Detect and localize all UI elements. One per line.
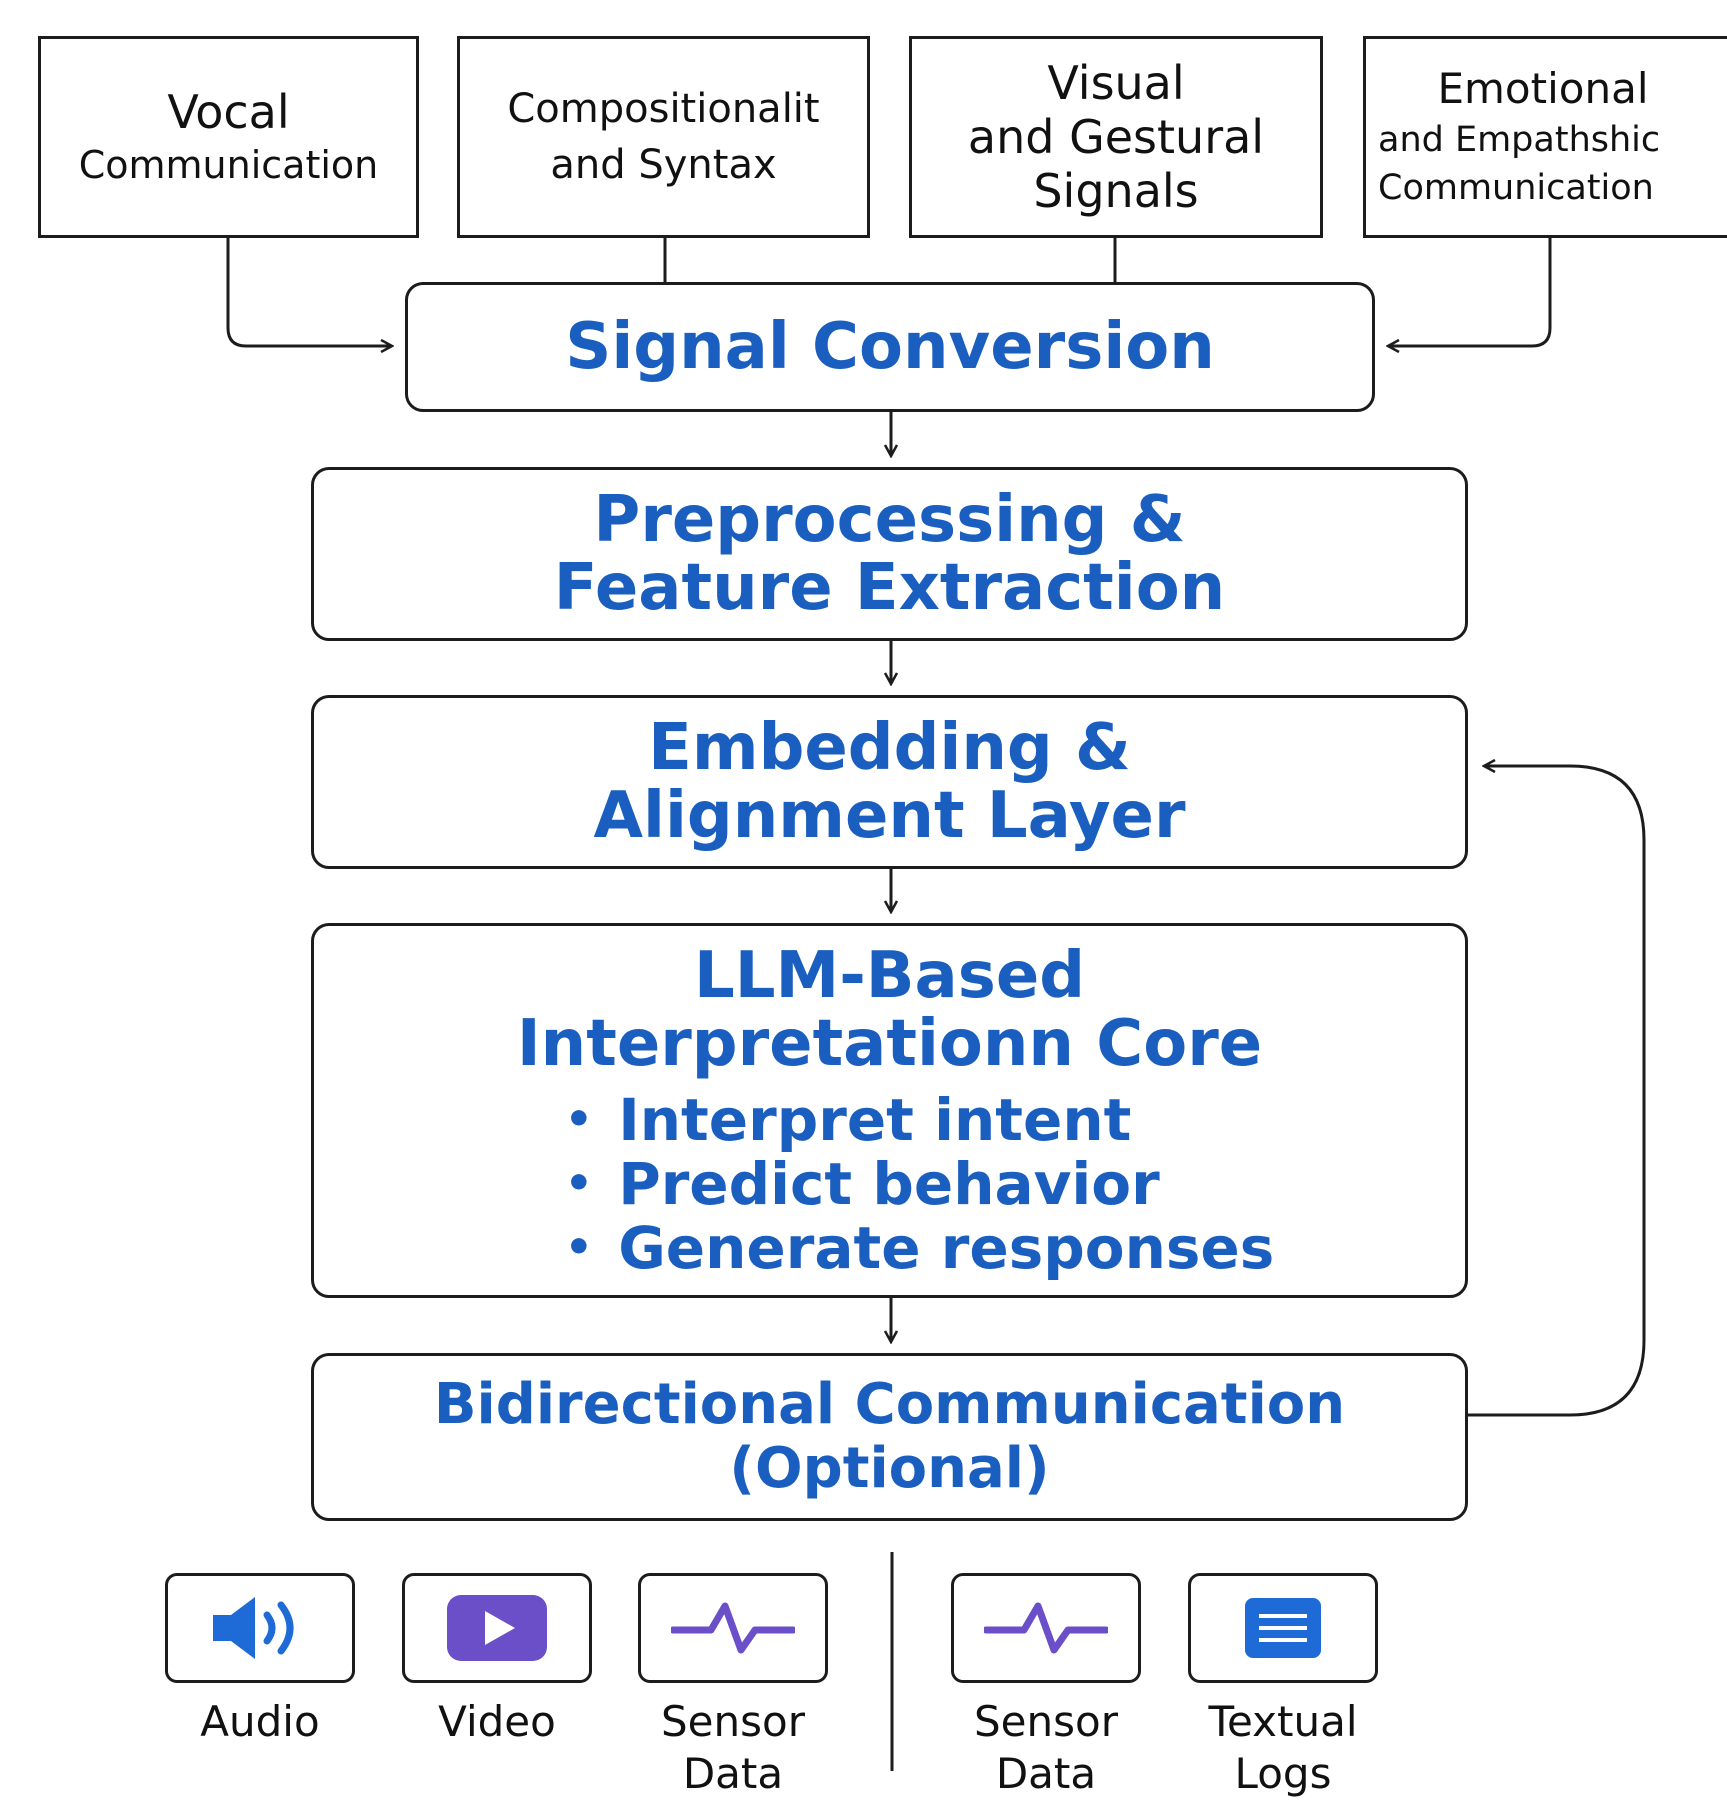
box-subtitle: Communication <box>78 143 379 187</box>
sensor-data-label-right: Sensor Data <box>974 1697 1118 1798</box>
llm-core-bullets: Interpret intent Predict behavior Genera… <box>565 1088 1275 1280</box>
arrow-feedback-loop <box>1468 766 1646 1417</box>
box-subtitle: and Empathshic <box>1378 120 1661 160</box>
signal-conversion-label: Signal Conversion <box>565 310 1215 384</box>
vocal-communication-box: Vocal Communication <box>38 36 419 238</box>
bidirectional-line2: (Optional) <box>729 1436 1050 1501</box>
audio-modality-box <box>165 1573 355 1683</box>
document-icon <box>1245 1598 1321 1658</box>
bidirectional-line1: Bidirectional Communication <box>433 1372 1346 1437</box>
preprocessing-line1: Preprocessing & <box>593 483 1186 557</box>
textual-logs-modality-box <box>1188 1573 1378 1683</box>
bidirectional-box: Bidirectional Communication (Optional) <box>311 1353 1468 1521</box>
embedding-line1: Embedding & <box>648 711 1131 785</box>
sensor-data-modality-box-right <box>951 1573 1141 1683</box>
signal-conversion-box: Signal Conversion <box>405 282 1375 412</box>
compositionality-syntax-box: Compositionalit and Syntax <box>457 36 870 238</box>
bullet-item: Interpret intent <box>565 1088 1275 1152</box>
waveform-icon <box>671 1602 795 1654</box>
video-label: Video <box>438 1697 556 1746</box>
box-subtitle: and Syntax <box>550 142 777 188</box>
preprocessing-box: Preprocessing & Feature Extraction <box>311 467 1468 641</box>
sensor-data-label-left: Sensor Data <box>661 1697 805 1798</box>
bullet-item: Predict behavior <box>565 1152 1275 1216</box>
box-subtitle: and Gestural <box>967 110 1265 164</box>
embedding-line2: Alignment Layer <box>593 779 1186 853</box>
box-title: Vocal <box>167 85 290 139</box>
sensor-data-modality-box-left <box>638 1573 828 1683</box>
llm-core-line2: Interpretationn Core <box>516 1006 1263 1081</box>
preprocessing-line2: Feature Extraction <box>553 551 1226 625</box>
waveform-icon <box>984 1602 1108 1654</box>
box-title: Compositionalit <box>507 86 820 132</box>
llm-core-box: LLM-Based Interpretationn Core Interpret… <box>311 923 1468 1298</box>
arrow-emotional-to-signal <box>1388 238 1552 346</box>
audio-label: Audio <box>200 1697 320 1746</box>
box-title: Emotional <box>1437 64 1649 113</box>
speaker-icon <box>213 1597 294 1659</box>
arrow-vocal-to-signal <box>226 238 392 346</box>
play-icon <box>447 1595 547 1661</box>
emotional-empathic-box: Emotional and Empathshic Communication <box>1363 36 1727 238</box>
llm-core-line1: LLM-Based <box>693 938 1086 1013</box>
visual-gestural-box: Visual and Gestural Signals <box>909 36 1323 238</box>
bullet-item: Generate responses <box>565 1216 1274 1280</box>
box-subtitle-2: Signals <box>1033 164 1199 218</box>
box-subtitle-2: Communication <box>1378 168 1654 208</box>
embedding-box: Embedding & Alignment Layer <box>311 695 1468 869</box>
textual-logs-label: Textual Logs <box>1208 1697 1358 1798</box>
video-modality-box <box>402 1573 592 1683</box>
box-title: Visual <box>1047 56 1185 110</box>
